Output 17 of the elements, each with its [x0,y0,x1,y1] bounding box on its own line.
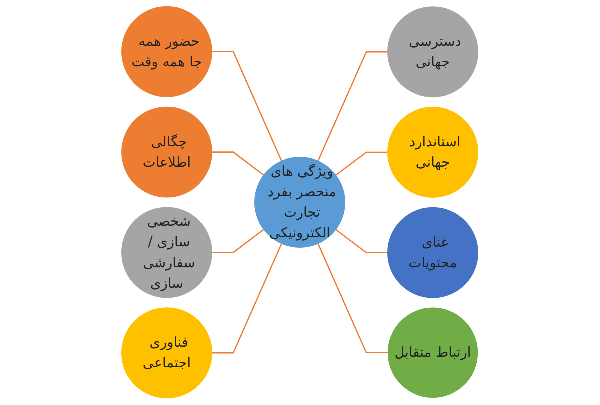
node-circle: دسترسی جهانی [388,6,478,98]
connector [318,243,388,354]
node-circle: چگالی اطلاعات [122,106,212,198]
connector [336,152,388,176]
node-circle: شخصی سازی / سفارشی سازی [122,207,212,298]
node-circle: حضور همه جا همه وقت [122,6,212,98]
node-circle: غنای محتویات [388,207,478,298]
connector [336,229,388,254]
connector [212,152,264,176]
connector [212,51,282,162]
node-circle: ویژگی های منحصر بفرد تجارت الکترونیکی [254,157,346,248]
node-circle: فناوری اجتماعی [122,308,212,399]
connector [212,243,282,354]
node-circle: استاندارد جهانی [388,107,478,198]
node-circle: ارتباط متقابل [388,308,478,398]
connector [212,229,264,254]
connector [318,51,388,162]
